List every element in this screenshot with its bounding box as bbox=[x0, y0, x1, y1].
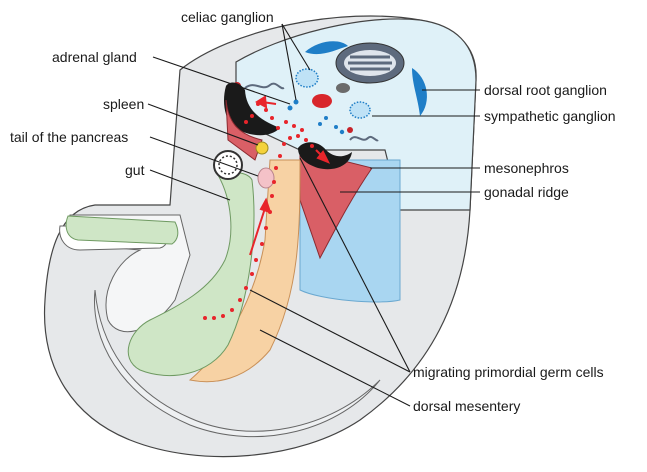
label-tail-of-pancreas: tail of the pancreas bbox=[10, 129, 128, 145]
label-mesonephros: mesonephros bbox=[484, 160, 569, 176]
label-sympathetic-ganglion: sympathetic ganglion bbox=[484, 108, 616, 124]
label-spleen: spleen bbox=[103, 96, 144, 112]
spinal-cord bbox=[336, 43, 404, 83]
celiac-ganglion-shape bbox=[296, 69, 318, 87]
label-gonadal-ridge: gonadal ridge bbox=[484, 184, 569, 200]
label-gut: gut bbox=[125, 162, 144, 178]
sympathetic-ganglion-shape bbox=[350, 102, 370, 118]
label-adrenal-gland: adrenal gland bbox=[52, 49, 137, 65]
notochord bbox=[336, 83, 350, 93]
label-dorsal-mesentery: dorsal mesentery bbox=[413, 398, 520, 414]
label-migrating-pgc: migrating primordial germ cells bbox=[413, 364, 604, 380]
tail-of-pancreas-shape bbox=[258, 168, 274, 188]
aorta bbox=[312, 94, 332, 108]
spleen-shape bbox=[256, 142, 268, 154]
label-celiac-ganglion: celiac ganglion bbox=[181, 9, 274, 25]
label-dorsal-root-ganglion: dorsal root ganglion bbox=[484, 82, 607, 98]
small-vessel-right bbox=[347, 127, 353, 133]
